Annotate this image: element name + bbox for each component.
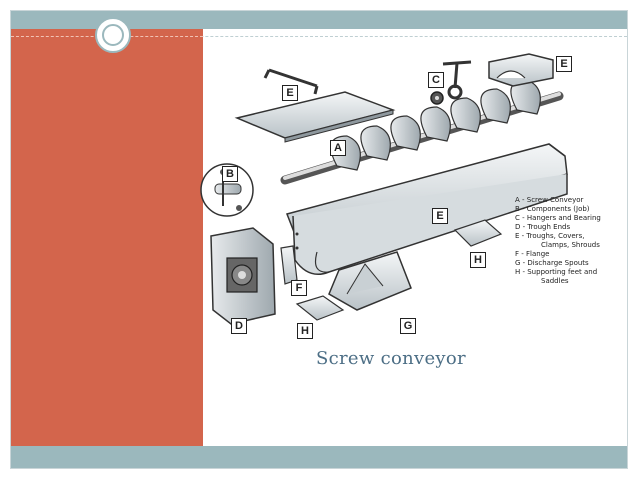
legend-item: C - Hangers and Bearing (515, 214, 601, 222)
circle-ornament (95, 17, 131, 53)
trough-end (210, 227, 276, 325)
figure-caption: Screw conveyor (316, 348, 466, 369)
tag-g: G (400, 318, 416, 334)
discharge-spout (328, 251, 412, 311)
screw-conveyor-diagram (200, 53, 568, 325)
legend-item: E - Troughs, Covers, (515, 232, 585, 240)
legend-item: Clamps, Shrouds (541, 241, 600, 249)
top-accent-bar (11, 11, 627, 29)
screw-flight (280, 79, 564, 185)
legend-item: F - Flange (515, 250, 550, 258)
hanger-bearing (430, 60, 472, 105)
tag-e-cover: E (282, 85, 298, 101)
tag-a: A (330, 140, 346, 156)
legend-item: Saddles (541, 277, 569, 285)
tag-h-right: H (470, 252, 486, 268)
cover-clamp (263, 68, 319, 95)
tag-e-trough: E (432, 208, 448, 224)
legend-item: D - Trough Ends (515, 223, 571, 231)
parts-legend: A - Screw Conveyor B - Components (Job) … (515, 196, 620, 286)
tag-f: F (291, 280, 307, 296)
tag-d: D (231, 318, 247, 334)
circle-ornament-inner (102, 24, 124, 46)
dashed-divider (11, 36, 627, 37)
legend-item: A - Screw Conveyor (515, 196, 584, 204)
left-color-panel (11, 29, 203, 446)
tag-e-top: E (556, 56, 572, 72)
coupling-components (200, 163, 254, 217)
tag-c: C (428, 72, 444, 88)
trough (285, 143, 568, 275)
trough-shroud (488, 53, 554, 87)
bottom-accent-bar (11, 446, 627, 468)
tag-h-bottom: H (297, 323, 313, 339)
legend-item: H - Supporting feet and (515, 268, 598, 276)
tag-b: B (222, 166, 238, 182)
supporting-feet (295, 219, 503, 321)
legend-item: G - Discharge Spouts (515, 259, 589, 267)
legend-item: B - Components (Job) (515, 205, 590, 213)
